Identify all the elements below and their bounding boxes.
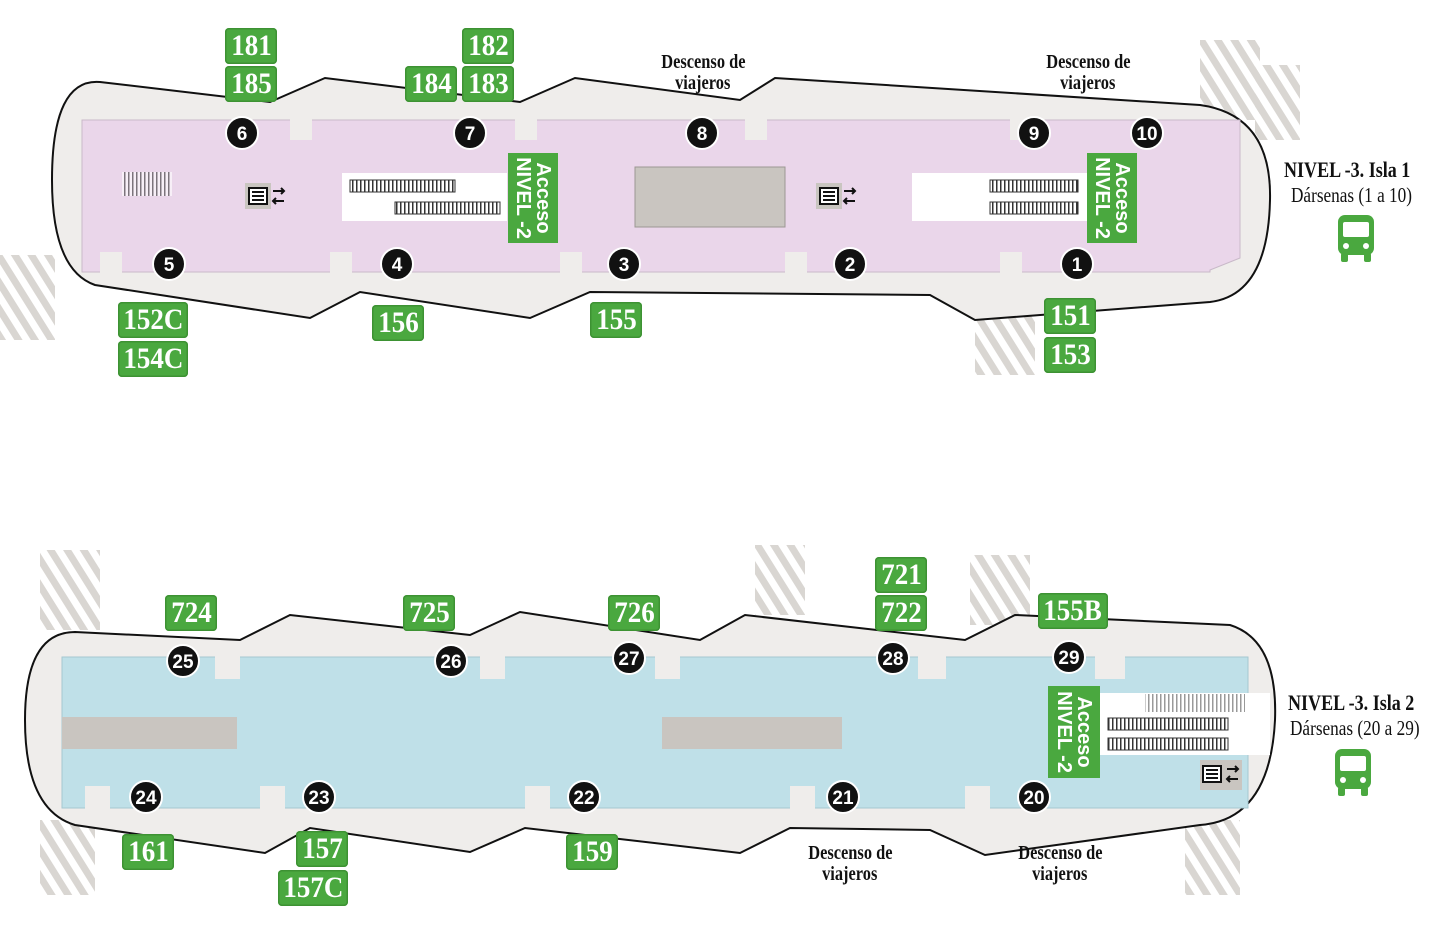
dock-marker[interactable]: 27 <box>612 641 646 675</box>
bus-icon <box>1338 215 1374 262</box>
dock-marker[interactable]: 26 <box>434 644 468 678</box>
bus-route-badge[interactable]: 721 <box>875 557 927 593</box>
bus-route-badge[interactable]: 155 <box>590 302 642 338</box>
drop-off-label: Descenso de viajeros <box>807 842 893 885</box>
dock-marker[interactable]: 28 <box>876 641 910 675</box>
elevator-icon <box>816 183 857 209</box>
drop-off-label: Descenso de viajeros <box>660 51 746 94</box>
bus-route-badge[interactable]: 155B <box>1038 593 1108 629</box>
level-subtitle: Dársenas (1 a 10) <box>1291 183 1412 207</box>
dock-marker[interactable]: 7 <box>453 116 487 150</box>
dock-marker[interactable]: 21 <box>826 780 860 814</box>
elevator-icon <box>245 183 286 209</box>
level-subtitle: Dársenas (20 a 29) <box>1290 716 1420 740</box>
island2-bays <box>85 655 1125 810</box>
dock-marker[interactable]: 6 <box>225 116 259 150</box>
bus-route-badge[interactable]: 161 <box>122 834 174 870</box>
dock-marker[interactable]: 24 <box>129 780 163 814</box>
bus-route-badge[interactable]: 725 <box>403 595 455 631</box>
bus-route-badge[interactable]: 185 <box>225 66 277 102</box>
island2-floor <box>61 656 1249 809</box>
dock-marker[interactable]: 10 <box>1130 116 1164 150</box>
level-title: NIVEL -3. Isla 1 <box>1284 157 1411 182</box>
drop-off-label: Descenso de viajeros <box>1045 51 1131 94</box>
dock-marker[interactable]: 9 <box>1017 116 1051 150</box>
bus-icon <box>1335 749 1371 796</box>
bus-route-badge[interactable]: 184 <box>405 66 457 102</box>
dock-marker[interactable]: 8 <box>685 116 719 150</box>
level-title: NIVEL -3. Isla 2 <box>1288 690 1415 715</box>
bus-route-badge[interactable]: 156 <box>372 305 424 341</box>
bus-route-badge[interactable]: 181 <box>225 28 277 64</box>
dock-marker[interactable]: 29 <box>1052 640 1086 674</box>
bus-route-badge[interactable]: 157C <box>278 870 348 906</box>
dock-marker[interactable]: 5 <box>152 247 186 281</box>
bus-route-badge[interactable]: 722 <box>875 595 927 631</box>
dock-marker[interactable]: 23 <box>302 780 336 814</box>
bus-route-badge[interactable]: 152C <box>118 302 188 338</box>
dock-marker[interactable]: 22 <box>567 780 601 814</box>
drop-off-label: Descenso de viajeros <box>1017 842 1103 885</box>
dock-marker[interactable]: 1 <box>1060 247 1094 281</box>
dock-marker[interactable]: 4 <box>380 247 414 281</box>
dock-marker[interactable]: 20 <box>1017 780 1051 814</box>
bus-route-badge[interactable]: 182 <box>462 28 514 64</box>
dock-marker[interactable]: 25 <box>166 644 200 678</box>
bus-route-badge[interactable]: 159 <box>566 834 618 870</box>
bus-route-badge[interactable]: 157 <box>296 831 348 867</box>
bus-route-badge[interactable]: 726 <box>608 595 660 631</box>
bus-route-badge[interactable]: 153 <box>1044 337 1096 373</box>
bus-route-badge[interactable]: 724 <box>165 595 217 631</box>
bus-route-badge[interactable]: 154C <box>118 341 188 377</box>
bus-route-badge[interactable]: 151 <box>1044 298 1096 334</box>
bus-route-badge[interactable]: 183 <box>462 66 514 102</box>
dock-marker[interactable]: 3 <box>607 247 641 281</box>
elevator-icon <box>1202 765 1240 783</box>
dock-marker[interactable]: 2 <box>833 247 867 281</box>
